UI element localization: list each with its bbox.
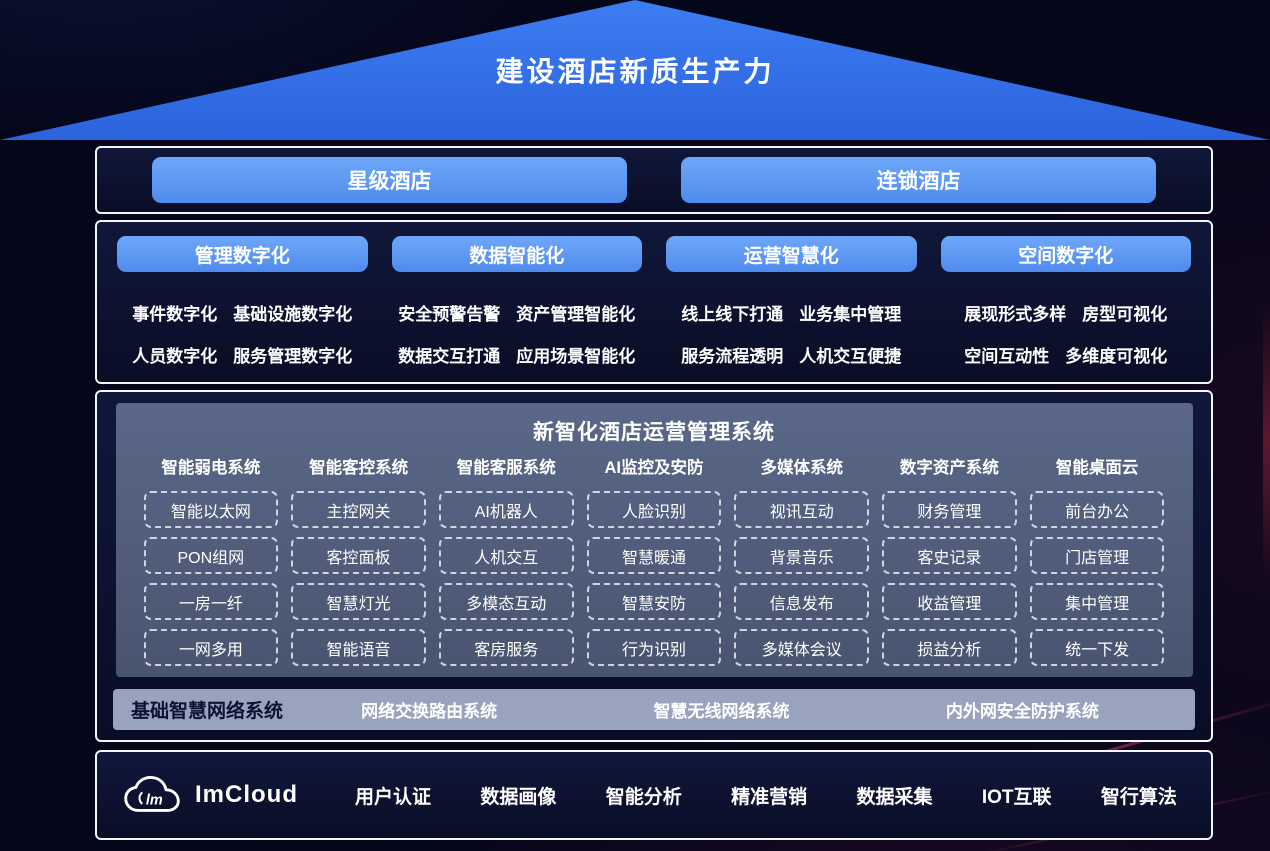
system-item: 财务管理 [882,491,1017,528]
cloud-capability: 智行算法 [1100,786,1177,808]
pillar-item: 线上线下打通 [681,305,784,324]
system-item: 智慧暖通 [586,537,722,574]
cloud-capability: 数据采集 [856,786,933,808]
cloud-capability: IOT互联 [981,786,1052,808]
cloud-capability: 智能分析 [605,786,682,808]
capability-band: 管理数字化 事件数字化 基础设施数字化 人员数字化 服务管理数字化 数据智能化 … [95,220,1213,384]
network-bar-items: 网络交换路由系统 智慧无线网络系统 内外网安全防护系统 [283,697,1177,722]
network-item: 网络交换路由系统 [361,702,498,721]
system-item: 集中管理 [1029,583,1165,620]
system-item: 一房一纤 [143,583,279,620]
pillar-data-intelligence: 数据智能化 安全预警告警 资产管理智能化 数据交互打通 应用场景智能化 [391,222,642,382]
cloud-platform-band: lm ImCloud 用户认证 数据画像 智能分析 精准营销 数据采集 IOT互… [95,750,1213,840]
pillar-header: 空间数字化 [940,236,1191,272]
system-column-ai-security: AI监控及安防 人脸识别 智慧暖通 智慧安防 行为识别 [586,456,722,666]
system-item: PON组网 [143,537,279,574]
system-column-guest-service: 智能客服系统 AI机器人 人机交互 多模态互动 客房服务 [438,456,574,666]
network-foundation-bar: 基础智慧网络系统 网络交换路由系统 智慧无线网络系统 内外网安全防护系统 [113,689,1195,730]
system-item: 客史记录 [882,537,1017,574]
network-item: 内外网安全防护系统 [945,702,1099,721]
pillar-operations-intelligence: 运营智慧化 线上线下打通 业务集中管理 服务流程透明 人机交互便捷 [666,222,917,382]
system-item: 收益管理 [882,583,1017,620]
system-band: 新智化酒店运营管理系统 智能弱电系统 智能以太网 PON组网 一房一纤 一网多用… [95,390,1213,742]
system-column-header: 智能桌面云 [1055,459,1139,477]
pillar-item: 应用场景智能化 [516,347,636,366]
pillar-item: 空间互动性 [964,347,1050,366]
pillar-item: 资产管理智能化 [516,305,636,324]
imcloud-logo: lm ImCloud [119,773,327,817]
cloud-capability: 用户认证 [355,786,432,808]
brand-name: ImCloud [195,781,298,808]
system-column-header: 智能客控系统 [309,459,409,477]
system-item: 智慧安防 [586,583,722,620]
hotel-types-band: 星级酒店 连锁酒店 [95,146,1213,214]
pillar-item: 数据交互打通 [398,347,501,366]
system-column-header: 智能弱电系统 [161,459,261,477]
system-column-digital-assets: 数字资产系统 财务管理 客史记录 收益管理 损益分析 [882,456,1017,666]
system-item: 智慧灯光 [291,583,426,620]
pillar-item: 人机交互便捷 [799,347,902,366]
system-column-desktop-cloud: 智能桌面云 前台办公 门店管理 集中管理 统一下发 [1029,456,1165,666]
pillar-header: 数据智能化 [391,236,642,272]
cloud-capability-list: 用户认证 数据画像 智能分析 精准营销 数据采集 IOT互联 智行算法 [327,782,1189,809]
system-item: 智能以太网 [143,491,279,528]
network-item: 智慧无线网络系统 [653,702,790,721]
system-item: 门店管理 [1029,537,1165,574]
pillar-header: 运营智慧化 [666,236,917,272]
system-panel: 新智化酒店运营管理系统 智能弱电系统 智能以太网 PON组网 一房一纤 一网多用… [115,403,1193,677]
cloud-capability: 精准营销 [731,786,808,808]
system-column-guest-control: 智能客控系统 主控网关 客控面板 智慧灯光 智能语音 [291,456,426,666]
diagram-title: 建设酒店新质生产力 [495,56,775,87]
cloud-capability: 数据画像 [480,786,557,808]
system-column-header: 数字资产系统 [899,459,999,477]
system-item: 人脸识别 [586,491,722,528]
system-column-header: 智能客服系统 [456,459,556,477]
decor-streak [1263,300,1270,580]
system-item: 客控面板 [291,537,426,574]
system-columns: 智能弱电系统 智能以太网 PON组网 一房一纤 一网多用 智能客控系统 主控网关… [116,446,1193,666]
pillar-item: 房型可视化 [1082,305,1168,324]
pillar-item: 多维度可视化 [1065,347,1168,366]
pillar-item: 人员数字化 [132,347,218,366]
system-item: 多模态互动 [438,583,574,620]
system-item: 行为识别 [586,629,722,666]
pillar-item: 基础设施数字化 [233,305,353,324]
pillar-item: 服务管理数字化 [233,347,353,366]
pillar-management-digitization: 管理数字化 事件数字化 基础设施数字化 人员数字化 服务管理数字化 [117,222,368,382]
system-column-header: 多媒体系统 [760,459,843,477]
hotel-type-chain: 连锁酒店 [681,157,1156,203]
system-item: 前台办公 [1029,491,1165,528]
pillar-space-digitization: 空间数字化 展现形式多样 房型可视化 空间互动性 多维度可视化 [940,222,1191,382]
system-item: AI机器人 [438,491,574,528]
network-bar-title: 基础智慧网络系统 [131,701,284,722]
system-item: 人机交互 [438,537,574,574]
system-item: 一网多用 [143,629,279,666]
hotel-type-star: 星级酒店 [152,157,627,203]
cloud-icon: lm [124,776,180,812]
pillar-header: 管理数字化 [117,236,368,272]
system-item: 视讯互动 [734,491,870,528]
system-title: 新智化酒店运营管理系统 [533,421,775,444]
system-item: 智能语音 [291,629,426,666]
pillar-item: 业务集中管理 [799,305,902,324]
cloud-icon-mark: lm [146,792,163,808]
pillar-item: 事件数字化 [132,305,218,324]
pillar-item: 安全预警告警 [398,305,501,324]
system-column-multimedia: 多媒体系统 视讯互动 背景音乐 信息发布 多媒体会议 [734,456,870,666]
system-item: 客房服务 [438,629,574,666]
system-item: 主控网关 [291,491,426,528]
system-item: 统一下发 [1029,629,1165,666]
system-item: 背景音乐 [734,537,870,574]
pillar-item: 服务流程透明 [681,347,784,366]
pillar-item: 展现形式多样 [964,305,1067,324]
system-column-weak-current: 智能弱电系统 智能以太网 PON组网 一房一纤 一网多用 [143,456,279,666]
system-column-header: AI监控及安防 [604,459,704,477]
system-item: 多媒体会议 [734,629,870,666]
system-item: 损益分析 [882,629,1017,666]
system-item: 信息发布 [734,583,870,620]
